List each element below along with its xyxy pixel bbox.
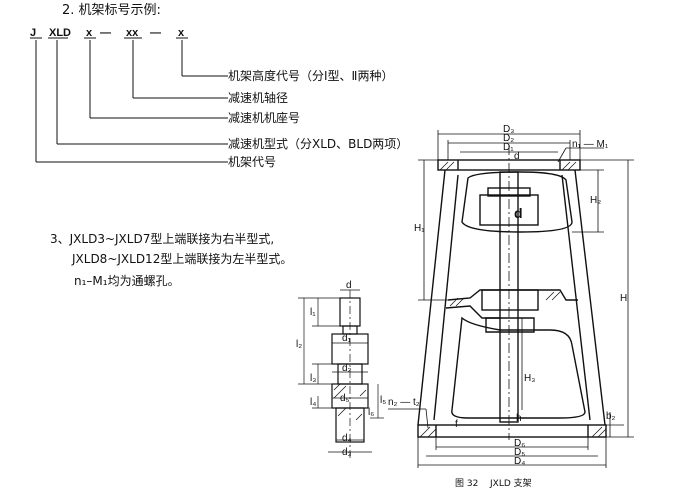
detail-d5: d₅ [340, 393, 350, 404]
dim-n1-m1: n₁ — M₁ [572, 139, 609, 150]
dim-h1: H₁ [414, 223, 425, 234]
dim-n2-t2: n₂ — t₂ [388, 397, 420, 408]
detail-l1: l₁ [310, 307, 316, 318]
code-label-type: 减速机型式（分XLD、BLD两项） [228, 137, 409, 151]
dim-h-small: h [516, 413, 522, 424]
code-label-height: 机架高度代号（分Ⅰ型、Ⅱ两种） [228, 69, 394, 83]
dim-h2: H₂ [590, 195, 602, 206]
dim-d6: D₆ [514, 438, 526, 449]
detail-l3: l₃ [310, 373, 317, 384]
detail-l6: l₆ [368, 407, 375, 418]
section3-line3: n₁–M₁均为通螺孔。 [74, 274, 180, 288]
detail-l2: l₂ [296, 339, 303, 350]
section3-line2: JXLD8~JXLD12型上端联接为左半型式。 [72, 252, 293, 266]
detail-d1: d₁ [342, 333, 351, 344]
code-dash-1: — [100, 27, 111, 39]
code-label-shaft: 减速机轴径 [228, 91, 289, 105]
section3-line1: 3、JXLD3~JXLD7型上端联接为右半型式, [50, 232, 275, 246]
detail-d3: d₃ [342, 447, 352, 458]
shaft-detail-view [298, 289, 384, 460]
code-leader-lines [30, 37, 228, 163]
dim-d4: D₄ [514, 456, 526, 467]
code-part-xld: XLD [49, 27, 71, 39]
code-dash-2: — [150, 27, 161, 39]
dim-d-small: d [514, 151, 520, 162]
code-part-xx: xx [126, 27, 139, 39]
figure-name: JXLD 支架 [490, 479, 532, 489]
figure-number: 图 32 [455, 479, 479, 489]
code-label-frame: 机架代号 [228, 155, 277, 169]
code-part-x2: x [178, 27, 185, 39]
frame-main-view [417, 145, 607, 440]
detail-d: d [346, 280, 352, 291]
dim-h3: H₃ [524, 373, 536, 384]
code-part-x1: x [86, 27, 93, 39]
dim-d5: D₅ [514, 447, 526, 458]
detail-l4: l₄ [310, 397, 317, 408]
dim-h: H [620, 293, 628, 304]
main-dimension-lines [388, 130, 634, 468]
detail-d4: d₄ [342, 433, 352, 444]
section2-heading: 2. 机架标号示例: [62, 3, 161, 18]
dim-d2: D₂ [503, 133, 515, 144]
dim-d-big: d [514, 205, 523, 221]
detail-d2: d₂ [342, 363, 352, 374]
code-label-seat: 减速机机座号 [228, 111, 301, 125]
dim-f: f [455, 419, 458, 430]
code-part-j: J [30, 27, 37, 39]
detail-l5: l₅ [380, 395, 387, 406]
dim-d1: D₁ [503, 142, 514, 153]
dim-b2: b₂ [606, 411, 616, 422]
dim-d3: D₃ [503, 124, 515, 135]
